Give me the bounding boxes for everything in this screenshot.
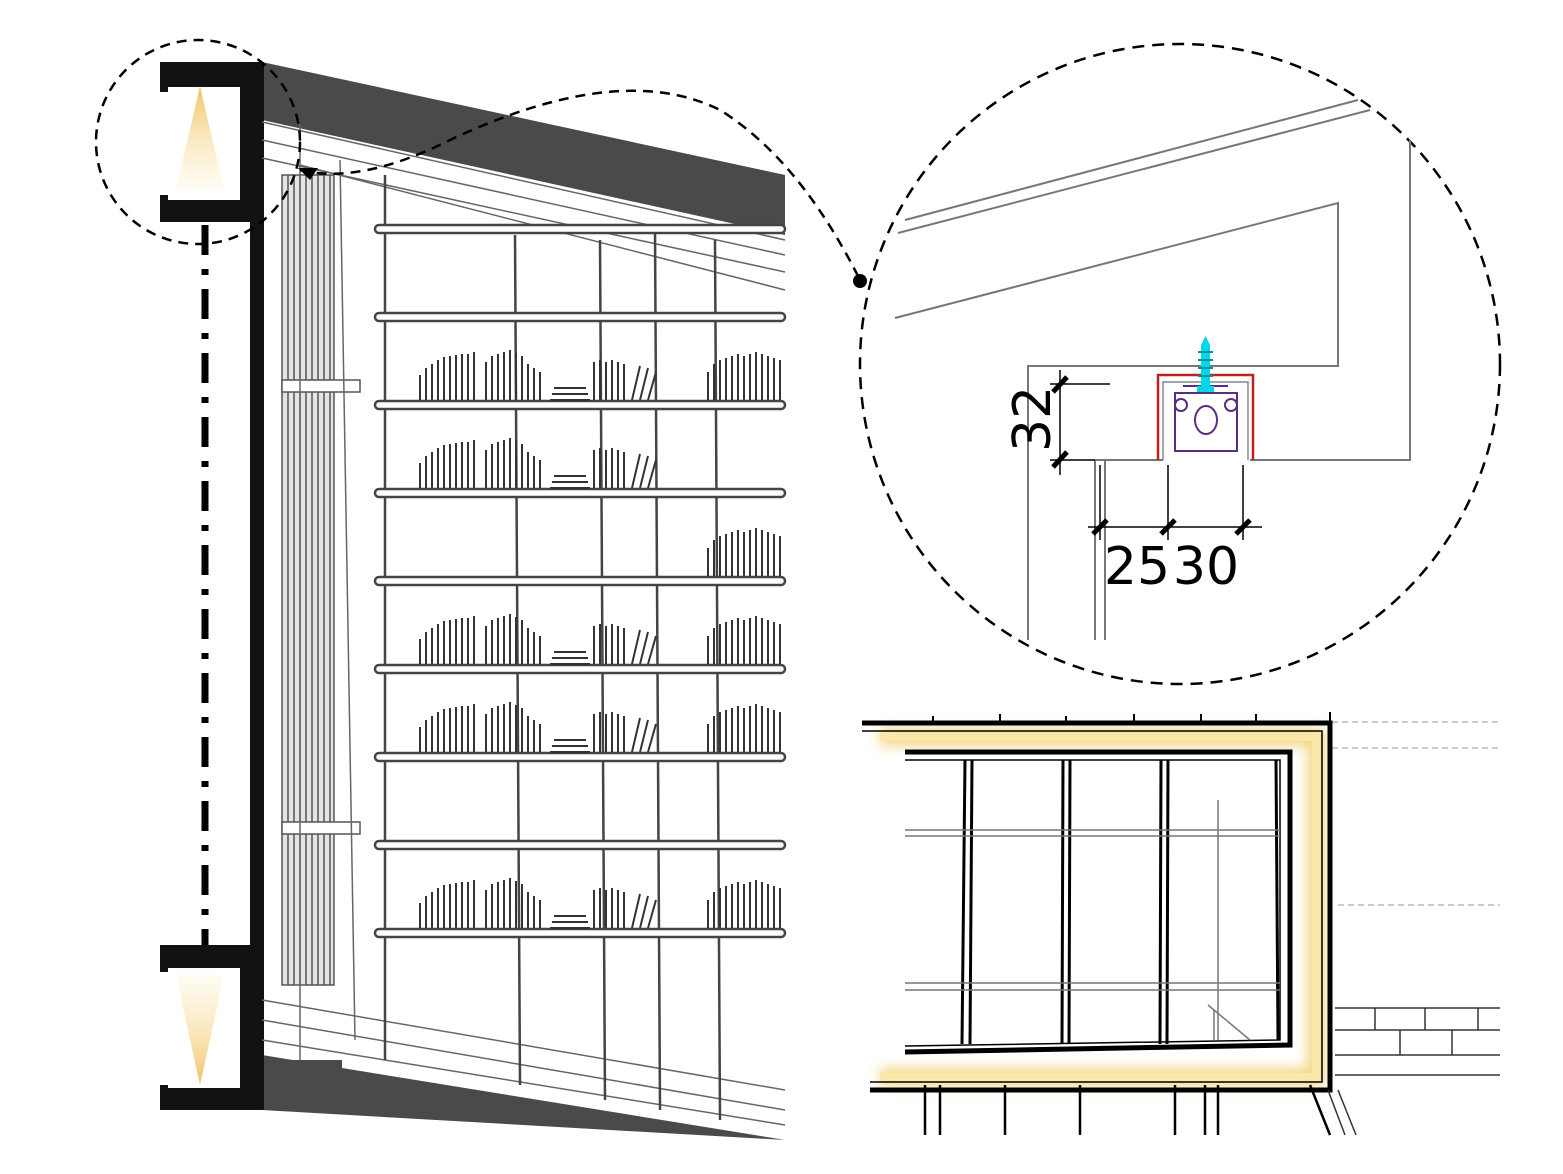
outer-frame [862, 720, 1333, 1093]
inner-frame [904, 749, 1293, 1055]
dimension-horizontal-left: 25 [1104, 537, 1170, 597]
glow-band [880, 728, 1325, 1086]
book-row-right [707, 352, 781, 400]
book-row [419, 350, 657, 401]
callout-circle-large [858, 42, 1502, 686]
c-channel-top [160, 62, 262, 222]
brick-wall [1327, 1007, 1500, 1136]
books-right-column [707, 528, 781, 928]
light-beam-down [176, 86, 224, 190]
led-fixture [1174, 385, 1238, 452]
perspective-render [862, 712, 1500, 1136]
elevation-view [94, 38, 787, 1140]
support-posts [923, 1084, 1332, 1136]
c-channel-bottom [160, 945, 262, 1110]
light-beam-up [176, 975, 224, 1085]
section-detail: 32 25 30 [858, 42, 1502, 686]
vertical-slats [281, 174, 361, 986]
ceiling-band [262, 62, 785, 235]
perspective-lines [261, 121, 786, 1126]
leader-arrowhead [298, 168, 318, 180]
callout-circle-small [94, 38, 302, 246]
floor-band [262, 1055, 785, 1140]
wall-section [250, 62, 264, 1110]
floor-band-end [262, 1060, 342, 1110]
books [419, 350, 781, 929]
bookshelf [373, 175, 787, 1121]
dimension-vertical: 32 [1003, 386, 1063, 452]
leader-dot [853, 274, 867, 288]
dimension-horizontal-right: 30 [1173, 537, 1239, 597]
detail-outline [894, 99, 1411, 640]
window-mullions [960, 759, 1280, 1045]
screw-icon [1197, 336, 1214, 392]
dimension-lines [1050, 370, 1262, 540]
